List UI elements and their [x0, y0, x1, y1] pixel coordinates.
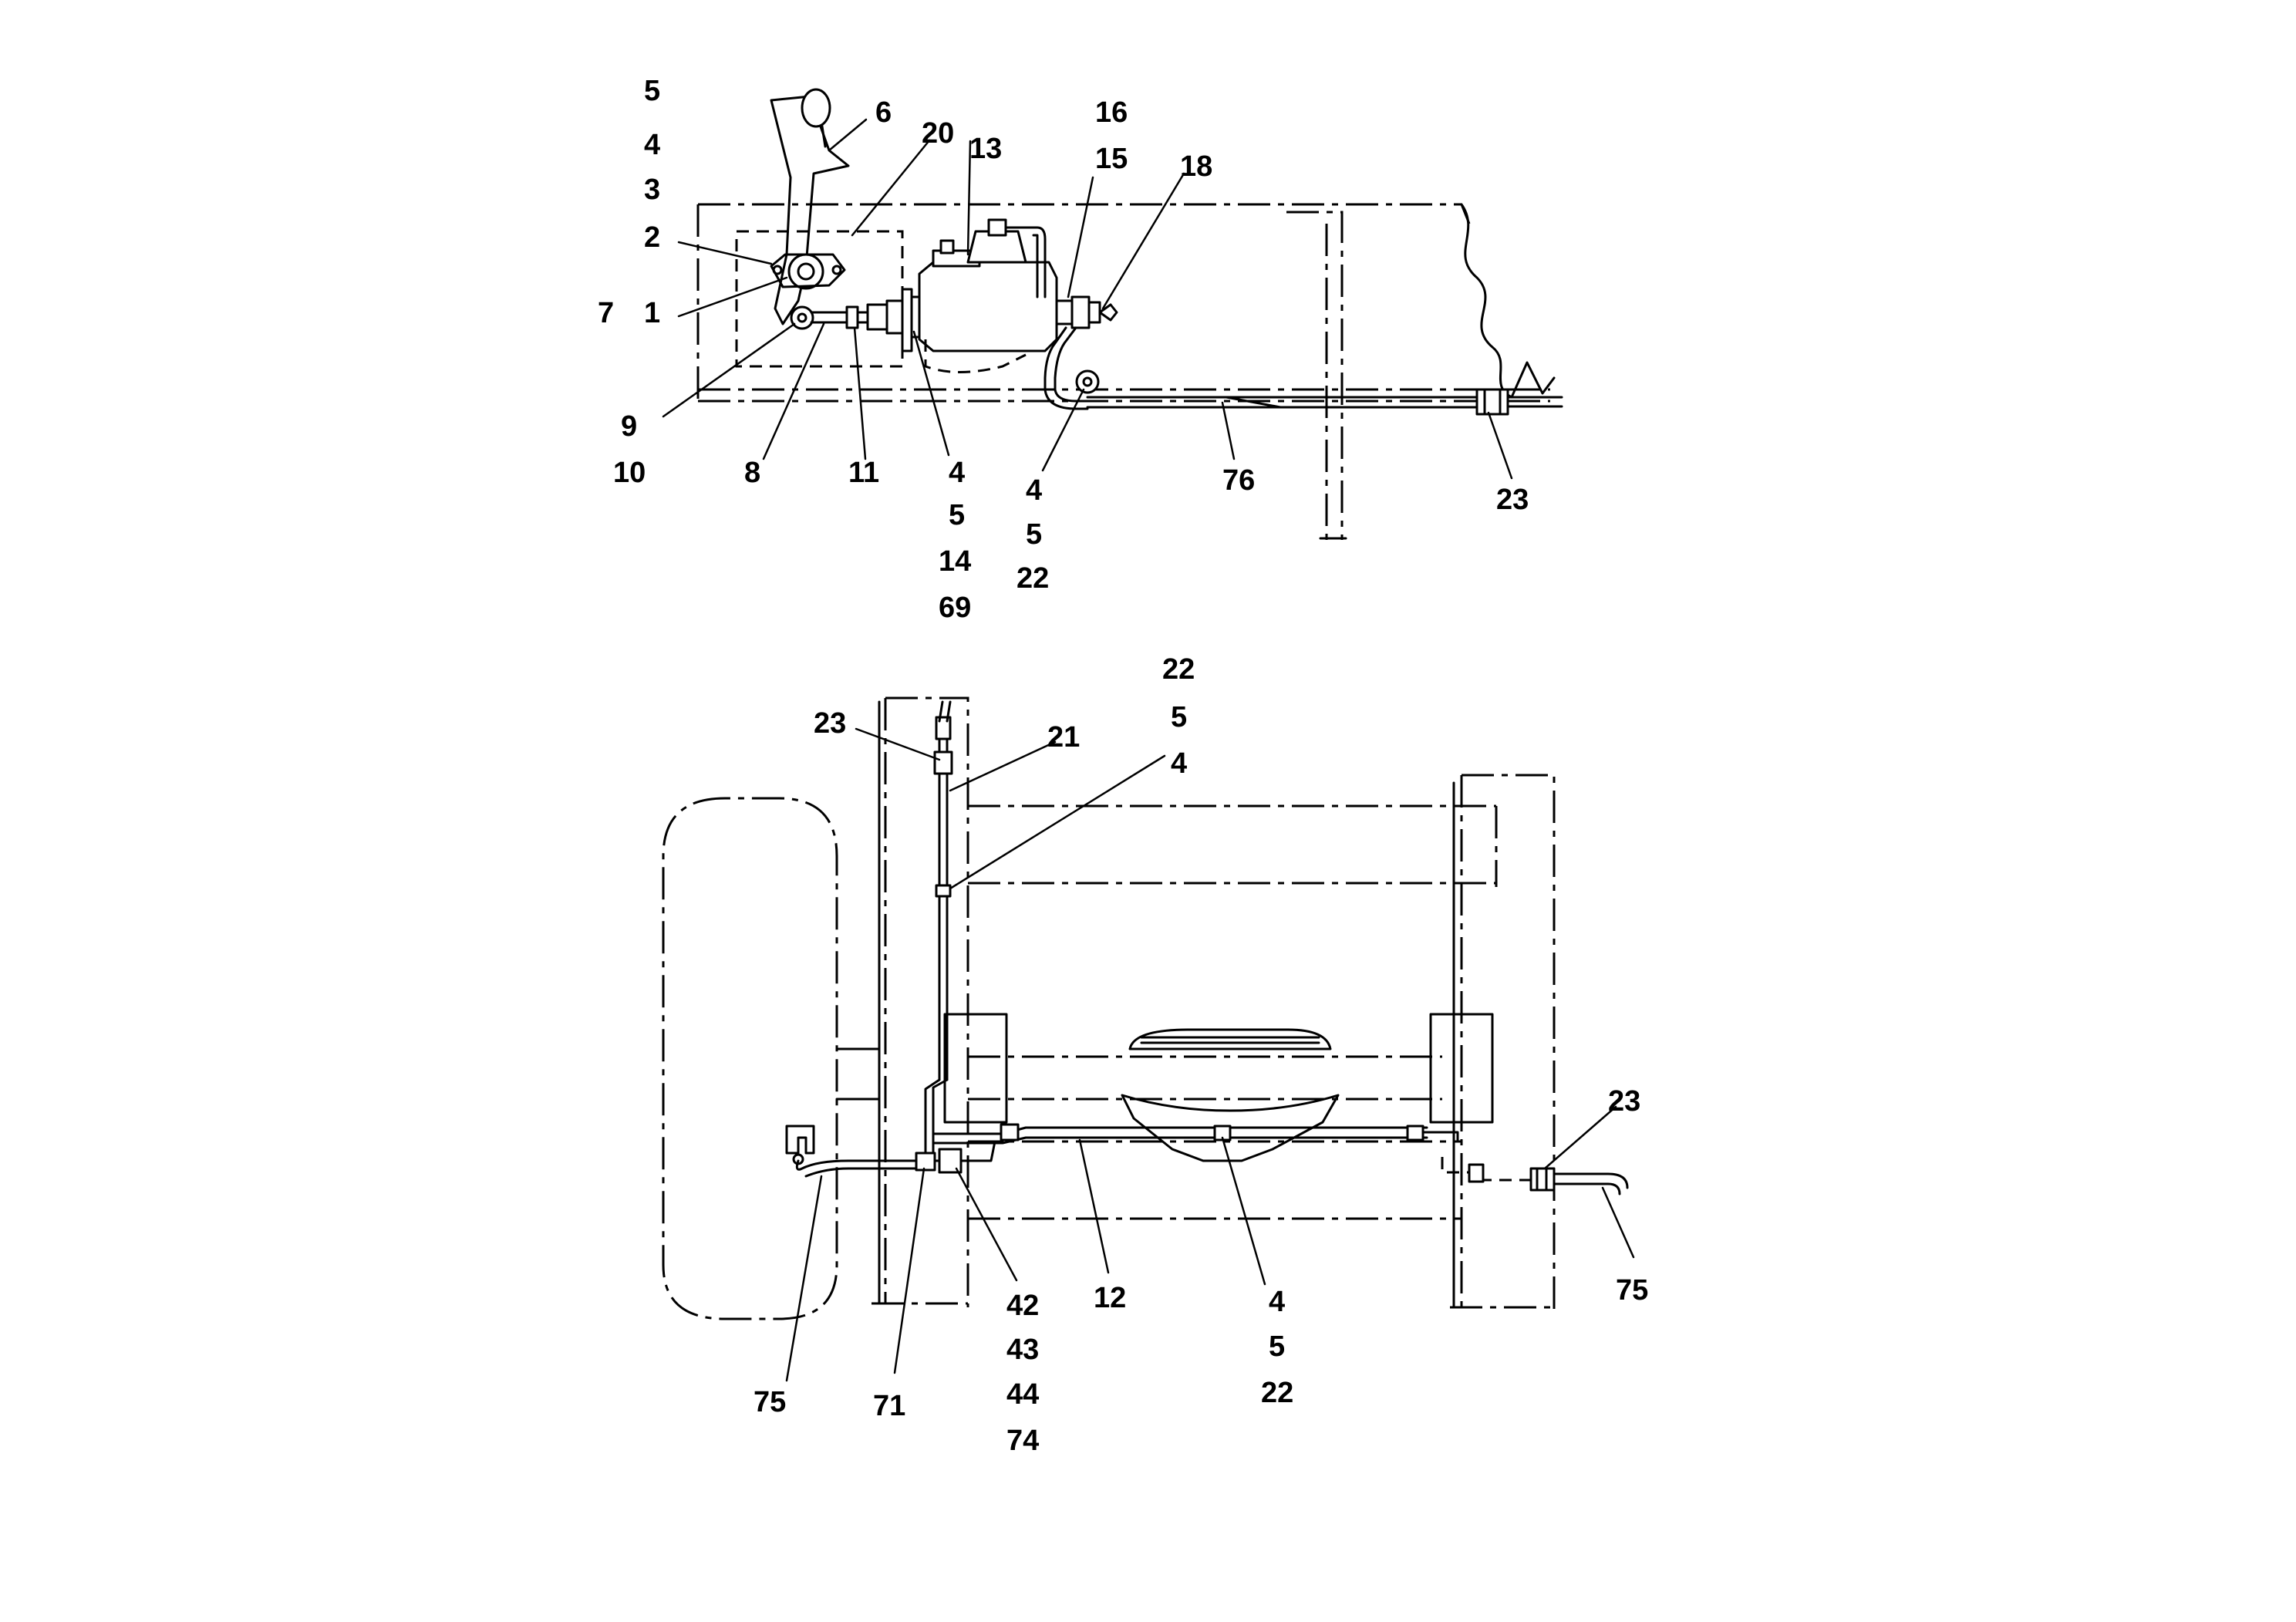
callout-label: 7 — [598, 297, 614, 329]
callout-label: 16 — [1095, 96, 1128, 129]
callout-label: 5 — [1026, 518, 1042, 551]
callout-label: 23 — [1608, 1085, 1640, 1118]
callout-label: 71 — [873, 1390, 905, 1422]
callout-label: 23 — [814, 707, 846, 740]
callout-label: 4 — [1171, 747, 1187, 780]
callout-label: 21 — [1047, 721, 1080, 754]
callout-label: 14 — [939, 545, 971, 578]
top-callout-labels: 5 4 3 2 1 7 6 20 13 16 15 18 9 10 8 11 4… — [598, 75, 1529, 624]
bottom-callout-labels: 22 5 4 23 21 23 75 75 71 42 43 44 74 12 … — [754, 653, 1648, 1457]
callout-label: 20 — [922, 117, 954, 150]
callout-label: 75 — [754, 1386, 786, 1418]
callout-label: 22 — [1162, 653, 1195, 686]
bottom-leader-lines — [785, 727, 1635, 1382]
callout-label: 22 — [1261, 1377, 1293, 1409]
callout-label: 22 — [1017, 562, 1049, 595]
callout-label: 18 — [1180, 150, 1212, 183]
callout-label: 75 — [1616, 1274, 1648, 1307]
callout-label: 11 — [848, 457, 879, 489]
callout-label: 3 — [644, 174, 660, 206]
callout-label: 8 — [744, 457, 760, 489]
callout-label: 15 — [1095, 143, 1128, 175]
callout-label: 5 — [1269, 1330, 1285, 1363]
callout-label: 4 — [644, 129, 660, 161]
callout-label: 5 — [644, 75, 660, 107]
callout-label: 69 — [939, 592, 971, 624]
bottom-view-drawing — [662, 696, 1629, 1320]
callout-label: 5 — [949, 499, 965, 531]
callout-label: 44 — [1006, 1378, 1039, 1411]
callout-label: 4 — [1269, 1286, 1285, 1318]
callout-label: 12 — [1094, 1282, 1126, 1314]
callout-label: 1 — [644, 297, 660, 329]
callout-label: 10 — [613, 457, 646, 489]
callout-label: 13 — [969, 133, 1002, 165]
callout-label: 5 — [1171, 701, 1187, 733]
callout-label: 4 — [949, 457, 965, 489]
callout-label: 2 — [644, 221, 660, 254]
callout-label: 43 — [1006, 1334, 1039, 1366]
callout-label: 74 — [1006, 1425, 1039, 1457]
top-view-drawing — [696, 88, 1563, 540]
callout-label: 4 — [1026, 474, 1042, 507]
top-leader-lines — [662, 118, 1513, 480]
callout-label: 6 — [875, 96, 892, 129]
callout-label: 9 — [621, 410, 637, 443]
callout-label: 76 — [1222, 464, 1255, 497]
callout-label: 23 — [1496, 484, 1529, 516]
callout-label: 42 — [1006, 1290, 1039, 1322]
